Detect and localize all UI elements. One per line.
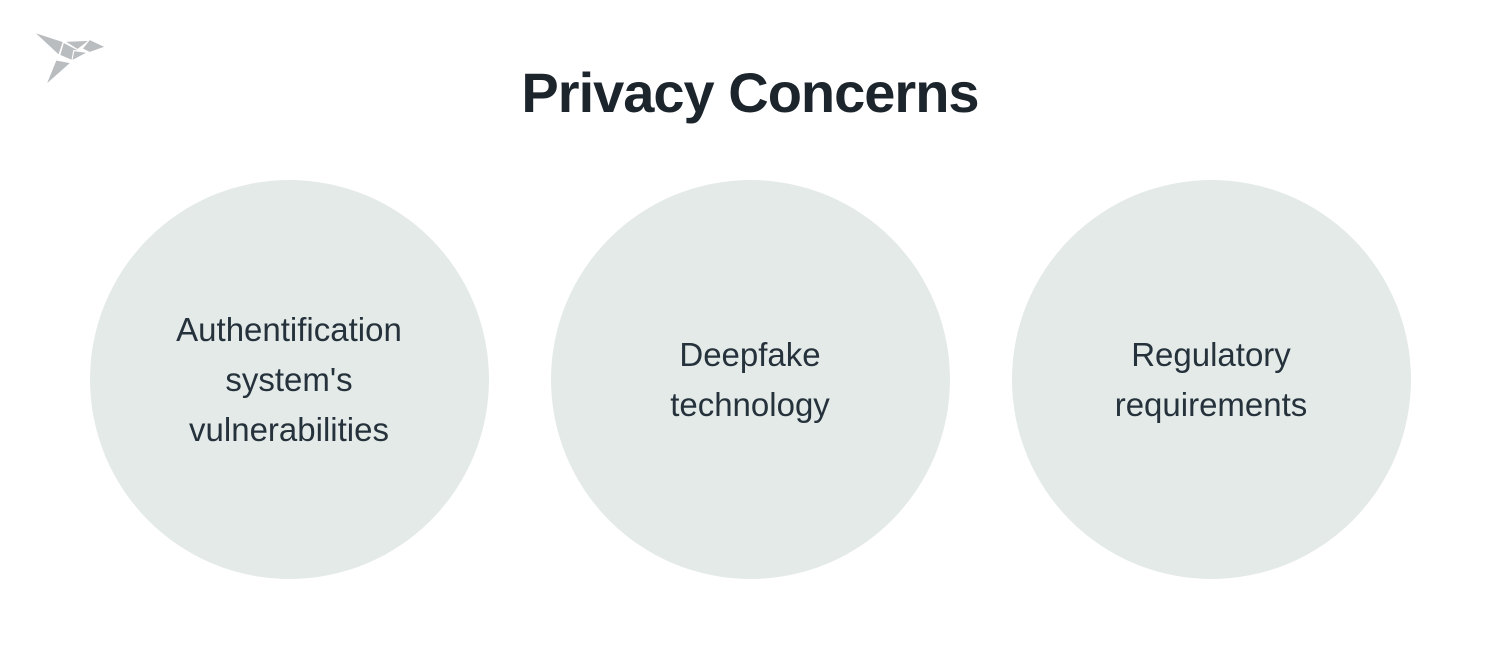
circle-label: Regulatory requirements	[1114, 335, 1308, 423]
circle-label: Authentification system's vulnerabilitie…	[176, 310, 402, 448]
circle-regulatory-requirements: Regulatory requirements	[1011, 180, 1411, 579]
origami-bird-icon	[33, 31, 107, 86]
page-title: Privacy Concerns	[521, 61, 979, 124]
circle-label: Deepfake technology	[670, 335, 830, 423]
circle-deepfake-technology: Deepfake technology	[550, 180, 950, 579]
circles-row: Authentification system's vulnerabilitie…	[0, 180, 1500, 579]
circle-authentification-vulnerabilities: Authentification system's vulnerabilitie…	[89, 180, 489, 579]
